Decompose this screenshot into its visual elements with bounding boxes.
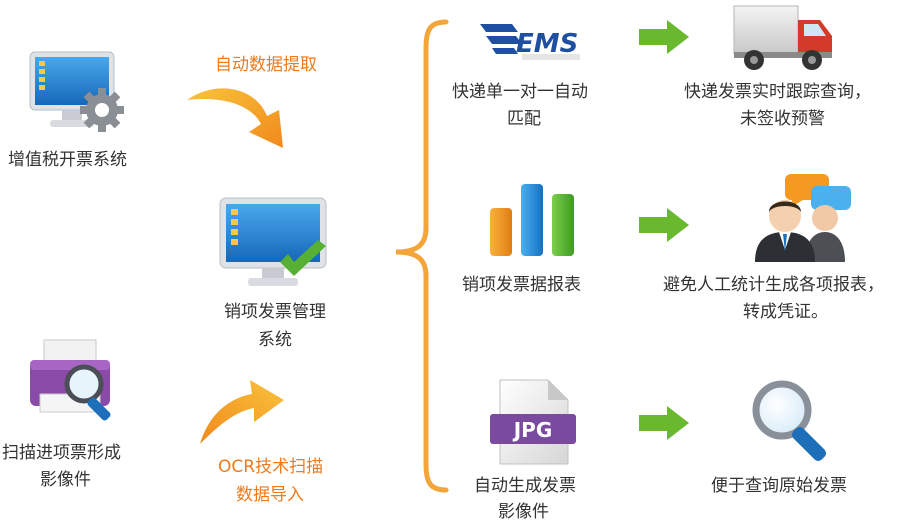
scan-label-line1: 扫描进项票形成 xyxy=(2,443,121,463)
scanner-icon xyxy=(30,339,111,421)
curved-arrow-up-icon xyxy=(200,380,284,444)
image-label-line1: 自动生成发票 xyxy=(474,476,576,496)
track-label-line2: 未签收预警 xyxy=(740,109,825,129)
green-arrow-right-icon xyxy=(639,208,689,242)
monitor-check-icon xyxy=(219,197,327,286)
match-label-line1: 快递单一对一自动 xyxy=(452,82,588,102)
ocr-label-line2: 数据导入 xyxy=(236,485,304,505)
monitor-gear-icon xyxy=(29,51,124,132)
jpg-file-icon: JPG xyxy=(490,379,576,465)
curved-arrow-down-icon xyxy=(187,88,283,148)
sales-system-label-line1: 销项发票管理 xyxy=(224,302,326,322)
bar-chart-icon xyxy=(490,184,574,256)
image-label-line2: 影像件 xyxy=(498,502,549,522)
auto-extract-label: 自动数据提取 xyxy=(215,55,317,75)
scan-label-line2: 影像件 xyxy=(40,470,91,490)
vat-system-label: 增值税开票系统 xyxy=(8,150,127,170)
ocr-label-line1: OCR技术扫描 xyxy=(218,457,324,477)
people-speech-icon xyxy=(755,174,851,262)
ems-logo-icon: EMS xyxy=(480,24,580,60)
match-label-line2: 匹配 xyxy=(507,109,541,129)
green-arrow-right-icon xyxy=(639,406,689,440)
avoid-label-line1: 避免人工统计生成各项报表， xyxy=(663,275,884,295)
report-label: 销项发票据报表 xyxy=(462,275,581,295)
delivery-truck-icon xyxy=(733,5,832,70)
avoid-label-line2: 转成凭证。 xyxy=(743,302,828,322)
sales-system-label-line2: 系统 xyxy=(258,330,292,350)
jpg-label: JPG xyxy=(512,418,553,442)
track-label-line1: 快递发票实时跟踪查询， xyxy=(684,82,871,102)
magnifier-icon xyxy=(752,380,827,462)
green-arrow-right-icon xyxy=(639,20,689,54)
query-label: 便于查询原始发票 xyxy=(711,476,847,496)
curly-brace-icon xyxy=(395,19,449,493)
